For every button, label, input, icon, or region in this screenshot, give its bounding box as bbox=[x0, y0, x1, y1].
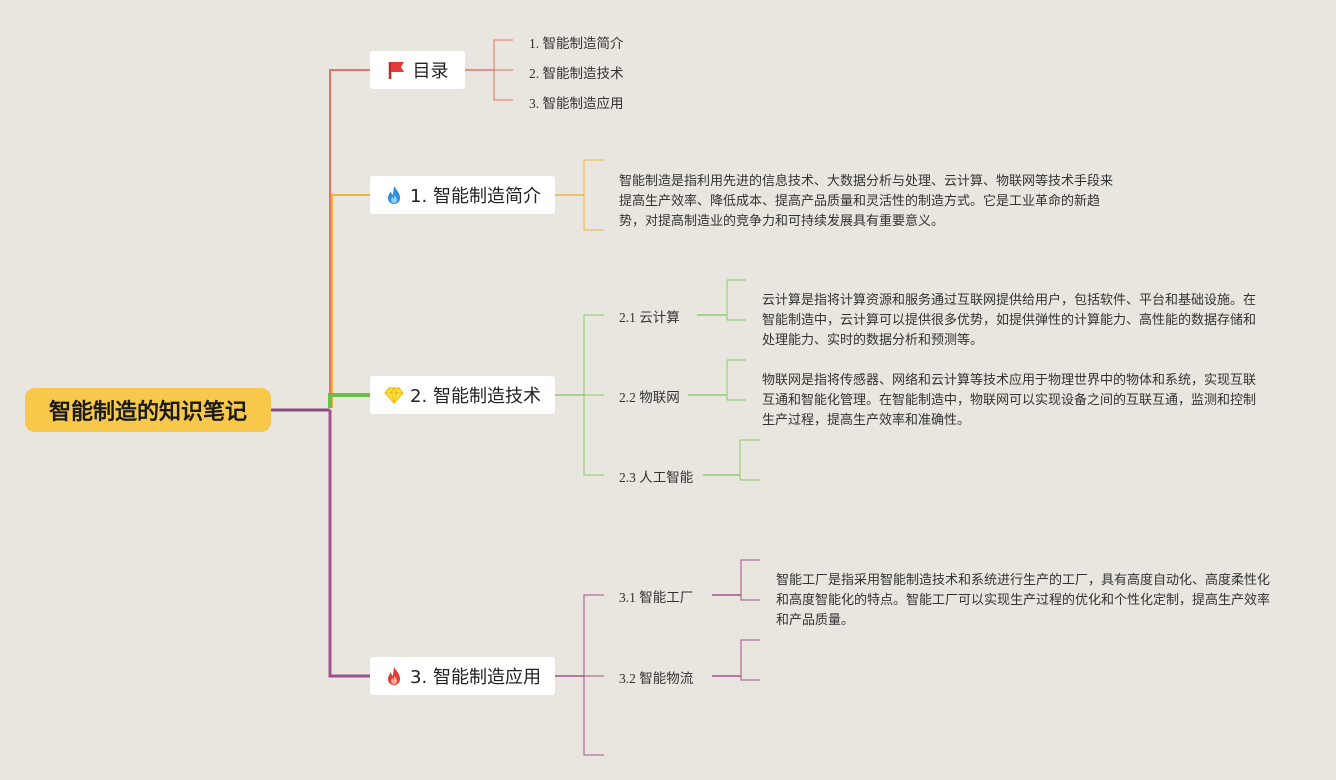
toc-item-3[interactable]: 3. 智能制造应用 bbox=[529, 96, 624, 111]
app-sub-factory[interactable]: 3.1 智能工厂 bbox=[619, 590, 694, 605]
branch-label: 1. 智能制造简介 bbox=[410, 186, 541, 207]
red-flame-icon bbox=[388, 667, 401, 685]
tech-sub-iot[interactable]: 2.2 物联网 bbox=[619, 390, 680, 405]
red-flag-icon bbox=[388, 62, 404, 79]
iot-description: 物联网是指将传感器、网络和云计算等技术应用于物理世界中的物体和系统，实现互联互通… bbox=[762, 373, 1257, 428]
intro-description: 智能制造是指利用先进的信息技术、大数据分析与处理、云计算、物联网等技术手段来提高… bbox=[619, 174, 1114, 229]
yellow-diamond-icon bbox=[384, 387, 404, 404]
cloud-description: 云计算是指将计算资源和服务通过互联网提供给用户，包括软件、平台和基础设施。在智能… bbox=[762, 293, 1257, 348]
toc-item-2[interactable]: 2. 智能制造技术 bbox=[529, 66, 624, 81]
toc-item-1[interactable]: 1. 智能制造简介 bbox=[529, 36, 624, 51]
tech-sub-ai[interactable]: 2.3 人工智能 bbox=[619, 470, 694, 485]
branch-label: 3. 智能制造应用 bbox=[410, 667, 541, 688]
factory-description: 智能工厂是指采用智能制造技术和系统进行生产的工厂，具有高度自动化、高度柔性化和高… bbox=[776, 573, 1271, 628]
root-node[interactable]: 智能制造的知识笔记 bbox=[25, 388, 271, 432]
branch-app[interactable]: 3. 智能制造应用 bbox=[370, 657, 555, 695]
app-sub-logistics[interactable]: 3.2 智能物流 bbox=[619, 671, 694, 686]
branch-tech[interactable]: 2. 智能制造技术 bbox=[370, 376, 555, 414]
tech-sub-cloud[interactable]: 2.1 云计算 bbox=[619, 310, 680, 325]
branch-label: 目录 bbox=[412, 61, 449, 82]
branch-toc[interactable]: 目录 bbox=[370, 51, 465, 89]
blue-flame-icon bbox=[388, 186, 401, 204]
root-label: 智能制造的知识笔记 bbox=[48, 400, 247, 425]
branch-label: 2. 智能制造技术 bbox=[410, 386, 541, 407]
branch-intro[interactable]: 1. 智能制造简介 bbox=[370, 176, 555, 214]
